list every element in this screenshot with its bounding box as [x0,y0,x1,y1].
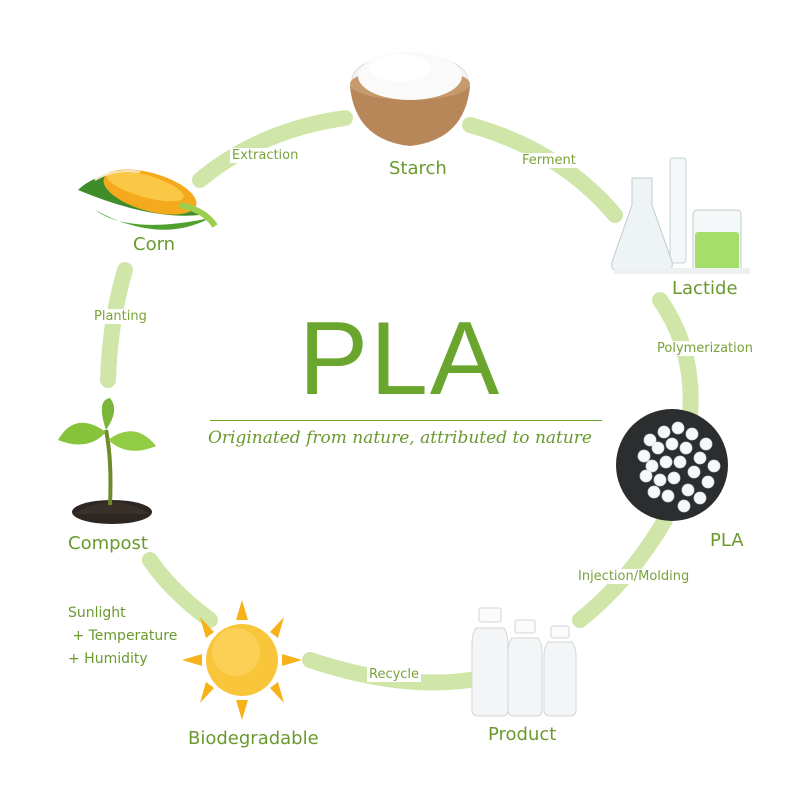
sun-icon [182,600,302,720]
edge-label-polymerization: Polymerization [655,341,755,356]
edge-label-ferment: Ferment [520,153,578,168]
node-label-product: Product [488,724,557,745]
pla-pellets-icon [616,409,728,521]
node-label-pla: PLA [710,530,744,551]
seedling-icon [58,398,156,524]
starch-bowl-icon [350,52,470,146]
bottles-icon [471,607,577,717]
node-label-biodegradable: Biodegradable [188,728,319,749]
arc-biodegradable-compost [142,552,218,628]
node-label-corn: Corn [133,234,176,255]
edge-label-injection-molding: Injection/Molding [576,569,692,584]
node-label-starch: Starch [389,158,447,179]
arc-corn-starch [192,110,353,188]
edge-label-planting: Planting [92,309,149,324]
node-label-compost: Compost [68,533,148,554]
center-title: PLA [298,301,502,417]
corn-icon [78,169,218,230]
lab-glassware-icon [611,157,750,274]
center-tagline: Originated from nature, attributed to na… [207,428,592,448]
condition-temperature: + Temperature [68,628,178,644]
condition-sunlight: Sunlight [68,605,126,621]
arc-starch-lactide [462,117,623,223]
node-label-lactide: Lactide [672,278,738,299]
edge-label-recycle: Recycle [367,667,422,682]
edge-label-extraction: Extraction [230,148,301,163]
degradation-conditions: Sunlight + Temperature + Humidity [68,602,177,671]
center-divider [210,420,602,421]
condition-humidity: + Humidity [68,651,148,667]
